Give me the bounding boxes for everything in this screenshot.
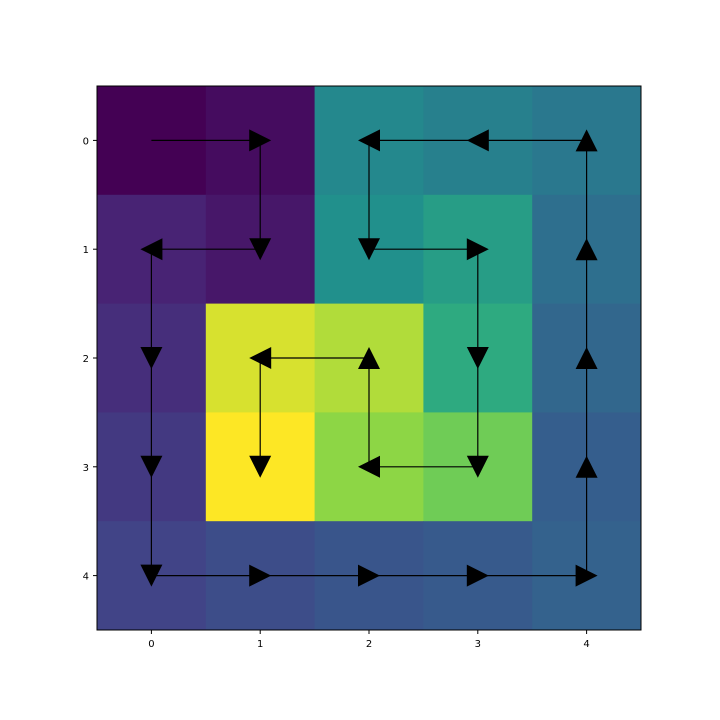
y-tick-label: 1 (83, 245, 89, 256)
x-tick-label: 4 (583, 639, 589, 650)
arrowhead-icon (575, 238, 598, 261)
path-arrow (575, 238, 598, 358)
y-tick-label: 2 (83, 354, 89, 365)
y-tick-label: 0 (83, 136, 89, 147)
path-arrow (249, 358, 272, 478)
y-axis-ticks: 0 1 2 3 4 (83, 136, 97, 583)
x-tick-label: 3 (475, 639, 481, 650)
x-tick-label: 1 (257, 639, 263, 650)
x-tick-label: 2 (366, 639, 372, 650)
x-tick-label: 0 (148, 639, 154, 650)
arrowhead-icon (249, 455, 272, 478)
y-tick-label: 3 (83, 463, 89, 474)
x-axis-ticks: 0 1 2 3 4 (148, 630, 590, 650)
path-arrows (140, 129, 598, 587)
y-tick-label: 4 (83, 572, 89, 583)
